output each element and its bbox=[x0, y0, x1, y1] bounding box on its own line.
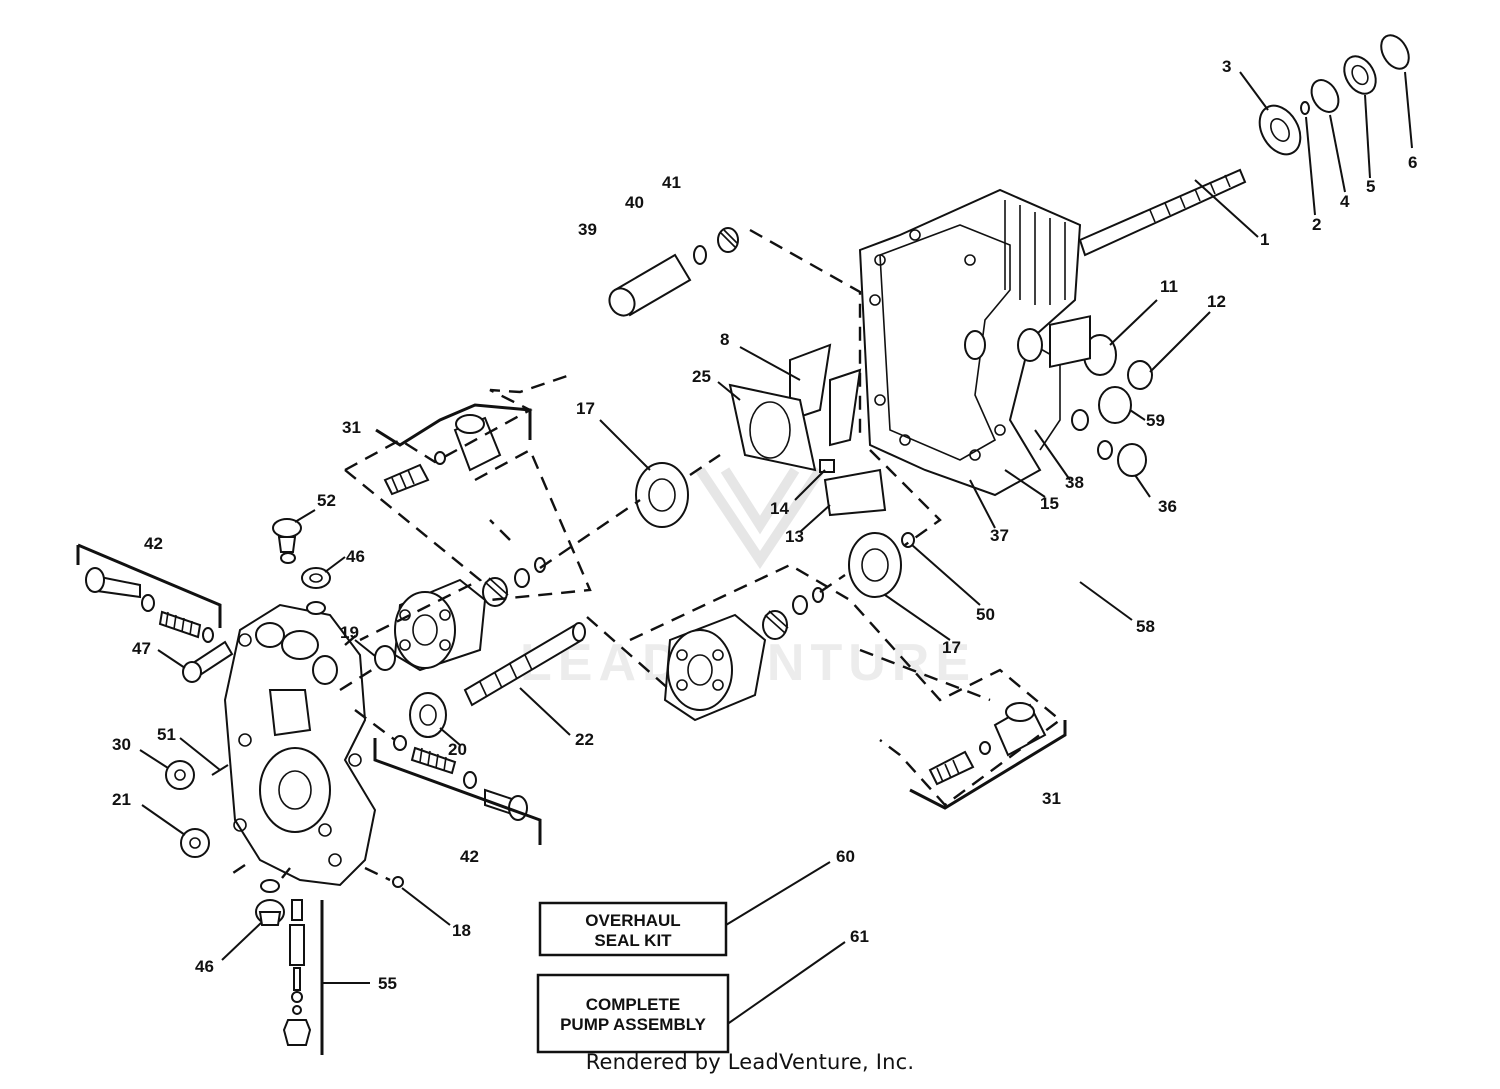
callout-46-upper: 46 bbox=[346, 547, 365, 566]
cylinder-block-lower bbox=[663, 613, 767, 722]
callout-17-upper: 17 bbox=[576, 399, 595, 418]
callout-6: 6 bbox=[1408, 153, 1417, 172]
callout-19: 19 bbox=[340, 623, 359, 642]
callout-46-lower: 46 bbox=[195, 957, 214, 976]
plug-46-lower bbox=[255, 879, 285, 926]
plug-18 bbox=[392, 876, 404, 888]
callout-18: 18 bbox=[452, 921, 471, 940]
snap-ring bbox=[1380, 34, 1410, 70]
callout-2: 2 bbox=[1312, 215, 1321, 234]
kit-61-line2: PUMP ASSEMBLY bbox=[560, 1015, 706, 1034]
kit-60-line1: OVERHAUL bbox=[585, 911, 680, 930]
callout-3: 3 bbox=[1222, 57, 1231, 76]
callout-42-upper: 42 bbox=[144, 534, 163, 553]
plunger-39 bbox=[608, 253, 692, 317]
plug-52 bbox=[272, 518, 302, 553]
o-ring-40 bbox=[693, 245, 707, 265]
washer-30 bbox=[165, 760, 195, 790]
callout-25: 25 bbox=[692, 367, 711, 386]
callout-31-upper: 31 bbox=[342, 418, 361, 437]
shaft-seal bbox=[1343, 55, 1377, 95]
callout-42-lower: 42 bbox=[460, 847, 479, 866]
seal-17-upper bbox=[635, 462, 689, 528]
bushing-19 bbox=[374, 645, 396, 671]
pump-shaft bbox=[463, 622, 586, 707]
callout-5: 5 bbox=[1366, 177, 1375, 196]
bolt-47 bbox=[182, 640, 234, 683]
callout-37: 37 bbox=[990, 526, 1009, 545]
check-valve-kit-upper bbox=[383, 414, 502, 496]
callout-14: 14 bbox=[770, 499, 789, 518]
callout-22: 22 bbox=[575, 730, 594, 749]
callout-41: 41 bbox=[662, 173, 681, 192]
callout-15: 15 bbox=[1040, 494, 1059, 513]
callout-1: 1 bbox=[1260, 230, 1269, 249]
callout-30: 30 bbox=[112, 735, 131, 754]
callout-31-lower: 31 bbox=[1042, 789, 1061, 808]
callout-4: 4 bbox=[1340, 192, 1350, 211]
needle-bearing-20 bbox=[409, 692, 447, 738]
callout-12: 12 bbox=[1207, 292, 1226, 311]
callout-51: 51 bbox=[157, 725, 176, 744]
callout-20: 20 bbox=[448, 740, 467, 759]
callout-13: 13 bbox=[785, 527, 804, 546]
o-ring bbox=[1097, 440, 1113, 460]
callout-11: 11 bbox=[1160, 277, 1178, 296]
plug-12 bbox=[1127, 360, 1153, 390]
callout-61: 61 bbox=[850, 927, 869, 946]
washer bbox=[514, 568, 530, 588]
o-ring-50 bbox=[901, 532, 915, 548]
callout-17-lower: 17 bbox=[942, 638, 961, 657]
o-ring bbox=[306, 601, 326, 615]
plug-36 bbox=[1117, 443, 1147, 477]
valve-59 bbox=[1098, 386, 1132, 424]
washer bbox=[792, 595, 808, 615]
callout-59: 59 bbox=[1146, 411, 1165, 430]
callout-21: 21 bbox=[112, 790, 131, 809]
pump-housing bbox=[858, 188, 1082, 497]
callout-40: 40 bbox=[625, 193, 644, 212]
callout-60: 60 bbox=[836, 847, 855, 866]
callout-numbers: 1 2 3 4 5 6 8 11 12 13 14 15 17 17 18 19… bbox=[112, 57, 1417, 993]
kit-box-complete-pump-assembly: COMPLETE PUMP ASSEMBLY bbox=[536, 973, 730, 1054]
relief-valve-upper bbox=[85, 567, 214, 643]
control-shaft bbox=[819, 459, 887, 517]
callout-8: 8 bbox=[720, 330, 729, 349]
callout-39: 39 bbox=[578, 220, 597, 239]
callout-52: 52 bbox=[317, 491, 336, 510]
callout-36: 36 bbox=[1158, 497, 1177, 516]
callout-50: 50 bbox=[976, 605, 995, 624]
dashed-connections bbox=[229, 228, 1062, 882]
callout-38: 38 bbox=[1065, 473, 1084, 492]
bypass-valve-55 bbox=[282, 899, 312, 1046]
callout-58: 58 bbox=[1136, 617, 1155, 636]
kit-61-line1: COMPLETE bbox=[586, 995, 680, 1014]
label-58 bbox=[1049, 315, 1091, 369]
callout-47: 47 bbox=[132, 639, 151, 658]
input-shaft bbox=[1078, 168, 1247, 257]
washer-21 bbox=[180, 828, 210, 858]
cylinder-block-upper bbox=[393, 578, 487, 672]
cradle-25 bbox=[728, 383, 817, 472]
spring-41 bbox=[717, 227, 739, 253]
kit-brackets bbox=[76, 403, 1067, 1055]
leader-lines bbox=[139, 71, 1413, 1026]
callout-55: 55 bbox=[378, 974, 397, 993]
o-ring bbox=[1071, 409, 1089, 431]
seal-17-lower bbox=[848, 532, 902, 598]
spring-upper bbox=[482, 577, 509, 607]
spring-lower bbox=[762, 610, 789, 640]
kit-60-line2: SEAL KIT bbox=[594, 931, 672, 950]
center-section bbox=[223, 603, 377, 887]
o-ring bbox=[280, 552, 296, 564]
washer bbox=[1310, 79, 1340, 113]
plug-46-upper bbox=[301, 567, 331, 589]
check-valve-kit-lower bbox=[928, 702, 1047, 786]
kit-box-overhaul-seal-kit: OVERHAUL SEAL KIT bbox=[538, 901, 728, 957]
footer-credit: Rendered by LeadVenture, Inc. bbox=[585, 1050, 915, 1074]
retaining-ring bbox=[1300, 101, 1310, 115]
